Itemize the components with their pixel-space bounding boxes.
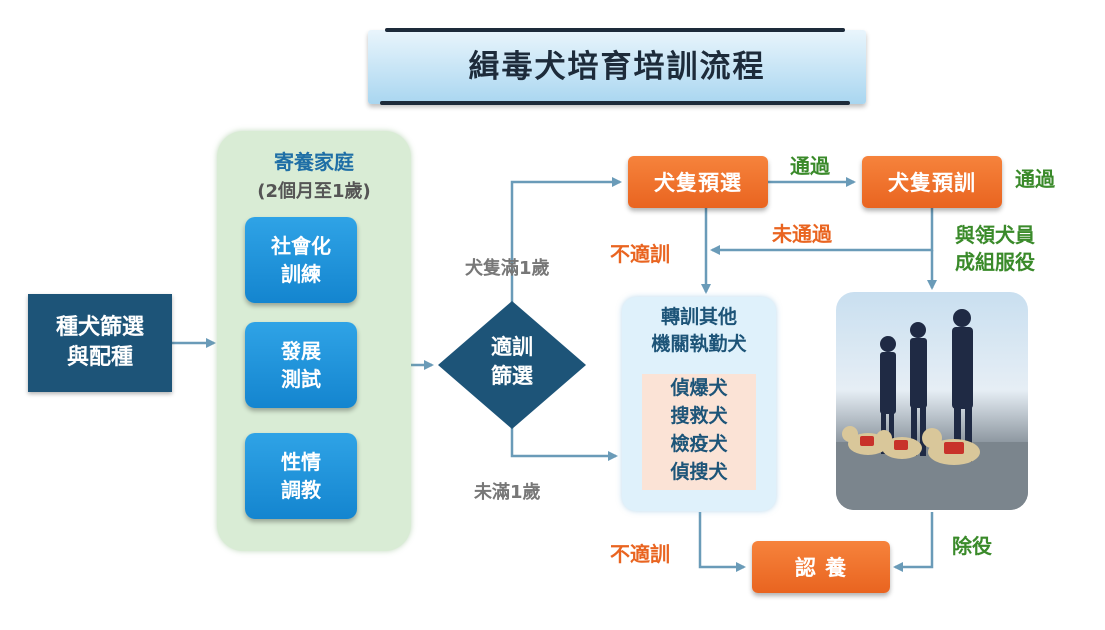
label-team-line-1: 與領犬員 bbox=[955, 223, 1035, 247]
development-test-box: 發展 測試 bbox=[245, 322, 357, 408]
transfer-title-line-1: 轉訓其他 bbox=[660, 306, 737, 328]
label-over-one-year: 犬隻滿1歲 bbox=[465, 258, 550, 279]
foster-family-subtitle: (2個月至1歲) bbox=[257, 181, 371, 202]
title-brush-top bbox=[385, 28, 845, 32]
arrow-transfer-to-adopt bbox=[698, 512, 746, 572]
handlers-illustration bbox=[836, 309, 1028, 510]
transfer-title: 轉訓其他 機關執勤犬 bbox=[622, 304, 776, 357]
label-retire: 除役 bbox=[952, 534, 992, 558]
temperament-line-2: 調教 bbox=[281, 478, 321, 502]
transfer-dog-types: 偵爆犬 搜救犬 檢疫犬 偵搜犬 bbox=[642, 374, 756, 490]
development-line-2: 測試 bbox=[281, 367, 321, 391]
label-team-line-2: 成組服役 bbox=[955, 250, 1035, 274]
title-banner bbox=[368, 30, 866, 104]
dog-type-search: 偵搜犬 bbox=[670, 461, 728, 483]
socialization-line-1: 社會化 bbox=[271, 234, 331, 258]
label-under-one-year: 未滿1歲 bbox=[474, 482, 541, 503]
label-not-passed: 未通過 bbox=[772, 222, 832, 246]
label-team-service: 與領犬員 成組服役 bbox=[955, 222, 1035, 276]
breeding-line-1: 種犬篩選 bbox=[55, 315, 144, 341]
temperament-training-box: 性情 調教 bbox=[245, 433, 357, 519]
label-pass-2: 通過 bbox=[1015, 167, 1055, 191]
transfer-title-line-2: 機關執勤犬 bbox=[651, 332, 747, 355]
page-title: 緝毒犬培育培訓流程 bbox=[468, 49, 766, 85]
arrow-screening-to-transfer bbox=[510, 428, 618, 461]
dog-preselection-box: 犬隻預選 bbox=[628, 156, 768, 208]
development-line-1: 發展 bbox=[281, 339, 321, 363]
arrow-service-to-adopt bbox=[893, 512, 934, 572]
title-brush-bottom bbox=[380, 101, 850, 105]
socialization-training-box: 社會化 訓練 bbox=[245, 217, 357, 303]
socialization-line-2: 訓練 bbox=[281, 262, 321, 286]
dog-pretraining-box: 犬隻預訓 bbox=[862, 156, 1002, 208]
label-unfit-2: 不適訓 bbox=[610, 542, 670, 566]
arrow-screening-to-preselect bbox=[510, 177, 622, 303]
dog-type-quarantine: 檢疫犬 bbox=[670, 433, 728, 455]
screening-line-2: 篩選 bbox=[491, 364, 533, 389]
temperament-line-1: 性情 bbox=[281, 450, 321, 474]
screening-label: 適訓 篩選 bbox=[436, 333, 588, 392]
adoption-box: 認 養 bbox=[752, 541, 890, 593]
label-unfit-1: 不適訓 bbox=[610, 242, 670, 266]
screening-line-1: 適訓 bbox=[491, 335, 533, 359]
label-pass-1: 通過 bbox=[790, 154, 830, 178]
foster-family-title: 寄養家庭 bbox=[274, 150, 354, 174]
dog-type-rescue: 搜救犬 bbox=[670, 405, 728, 427]
handlers-with-dogs-photo bbox=[836, 292, 1028, 510]
screening-diamond bbox=[438, 301, 586, 429]
breeding-selection-box: 種犬篩選 與配種 bbox=[28, 294, 172, 392]
dog-type-explosive: 偵爆犬 bbox=[670, 377, 728, 399]
breeding-line-2: 與配種 bbox=[66, 345, 133, 370]
